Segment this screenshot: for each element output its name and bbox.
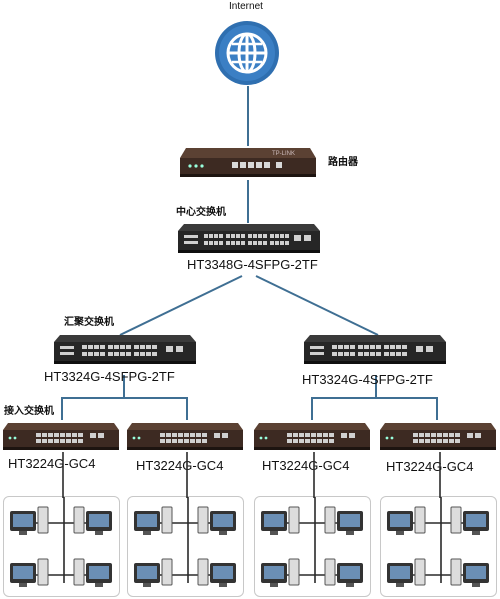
access-model-label: HT3224G-GC4	[386, 459, 474, 474]
workstation-group	[254, 475, 371, 597]
svg-text:TP-LINK: TP-LINK	[272, 151, 295, 157]
router-icon: TP-LINK	[176, 146, 320, 180]
workstation-group	[380, 475, 497, 597]
workstation-group	[127, 475, 244, 597]
access-model-label: HT3224G-GC4	[8, 456, 96, 471]
core-switch	[176, 223, 322, 255]
computer-icon	[387, 558, 426, 587]
core-role-label: 中心交换机	[176, 207, 226, 218]
globe-icon	[214, 20, 280, 86]
router-label: 路由器	[328, 157, 358, 168]
link-core-agg-left	[119, 275, 243, 336]
computer-icon	[324, 558, 363, 587]
computer-icon	[10, 558, 49, 587]
computer-icon	[324, 506, 363, 535]
computer-icon	[10, 506, 49, 535]
link-core-agg-right	[255, 275, 379, 336]
computer-icon	[450, 558, 489, 587]
aggregation-switch	[52, 334, 198, 366]
access-role-label: 接入交换机	[4, 406, 54, 417]
aggregation-model-label: HT3324G-4SFPG-2TF	[44, 369, 175, 384]
access-model-label: HT3224G-GC4	[262, 458, 350, 473]
aggregation-switch	[302, 334, 448, 366]
computer-icon	[450, 506, 489, 535]
computer-icon	[261, 506, 300, 535]
internet-label: Internet	[229, 1, 263, 12]
computer-icon	[261, 558, 300, 587]
computer-icon	[197, 506, 236, 535]
computer-icon	[73, 558, 112, 587]
computer-icon	[134, 558, 173, 587]
link-agg-left-access	[61, 397, 188, 420]
workstation-group	[3, 475, 120, 597]
access-switch	[126, 422, 244, 452]
access-switch	[253, 422, 371, 452]
computer-icon	[197, 558, 236, 587]
computer-icon	[134, 506, 173, 535]
access-switch	[2, 422, 120, 452]
link-agg-right-access	[311, 397, 438, 420]
computer-icon	[73, 506, 112, 535]
aggregation-model-label: HT3324G-4SFPG-2TF	[302, 372, 433, 387]
computer-icon	[387, 506, 426, 535]
aggregation-role-label: 汇聚交换机	[64, 317, 114, 328]
access-switch	[379, 422, 497, 452]
access-model-label: HT3224G-GC4	[136, 458, 224, 473]
core-model-label: HT3348G-4SFPG-2TF	[187, 257, 318, 272]
